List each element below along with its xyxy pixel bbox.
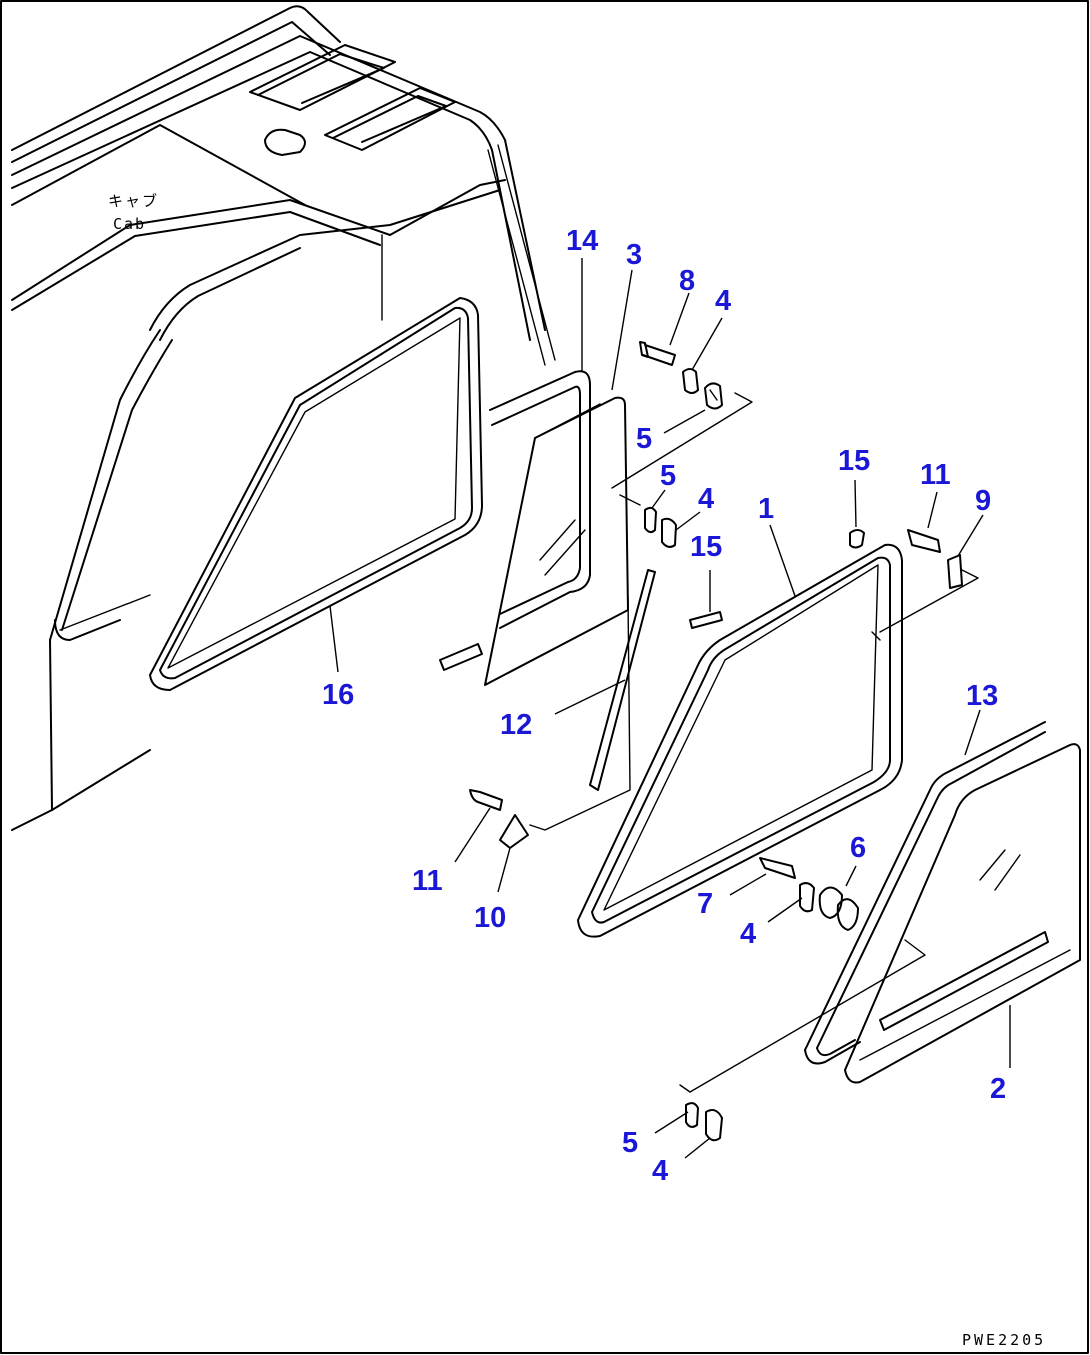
callout-2: 2 bbox=[990, 1073, 1006, 1105]
callout-8: 8 bbox=[679, 265, 695, 297]
callout-12: 12 bbox=[500, 709, 532, 741]
callout-16: 16 bbox=[322, 679, 354, 711]
callout-1: 1 bbox=[758, 493, 774, 525]
cab-body: キャブ Cab bbox=[11, 5, 556, 831]
callout-5: 5 bbox=[660, 460, 676, 492]
part-2-glass bbox=[844, 743, 1081, 1084]
part-3-glass bbox=[439, 396, 629, 686]
callout-6: 6 bbox=[850, 832, 866, 864]
callout-9: 9 bbox=[975, 485, 991, 517]
callout-13: 13 bbox=[966, 680, 998, 712]
callout-7: 7 bbox=[697, 888, 713, 920]
callout-15: 15 bbox=[690, 531, 722, 563]
callout-leaders bbox=[329, 258, 1011, 1159]
assembly-lines bbox=[529, 392, 979, 1093]
part-14-seal bbox=[489, 370, 591, 629]
callout-11: 11 bbox=[920, 459, 951, 491]
callout-5: 5 bbox=[622, 1127, 638, 1159]
cab-label-en: Cab bbox=[113, 215, 146, 233]
callout-4: 4 bbox=[652, 1155, 668, 1187]
part-1-window-frame bbox=[577, 543, 903, 938]
callout-14: 14 bbox=[566, 225, 598, 257]
callout-4: 4 bbox=[715, 285, 731, 317]
callout-4: 4 bbox=[740, 918, 756, 950]
drawing-code: PWE2205 bbox=[962, 1331, 1046, 1349]
callout-11: 11 bbox=[412, 865, 443, 897]
fasteners bbox=[469, 341, 963, 1142]
callout-15: 15 bbox=[838, 445, 870, 477]
cab-label-jp: キャブ bbox=[108, 192, 159, 210]
callout-3: 3 bbox=[626, 239, 642, 271]
callout-numbers: 14 3 8 4 5 5 4 15 15 11 9 1 16 12 13 6 7… bbox=[322, 225, 1006, 1187]
callout-10: 10 bbox=[474, 902, 506, 934]
part-13-seal bbox=[804, 721, 1046, 1065]
callout-5: 5 bbox=[636, 423, 652, 455]
part-12-strip bbox=[589, 569, 656, 791]
callout-4: 4 bbox=[698, 483, 714, 515]
